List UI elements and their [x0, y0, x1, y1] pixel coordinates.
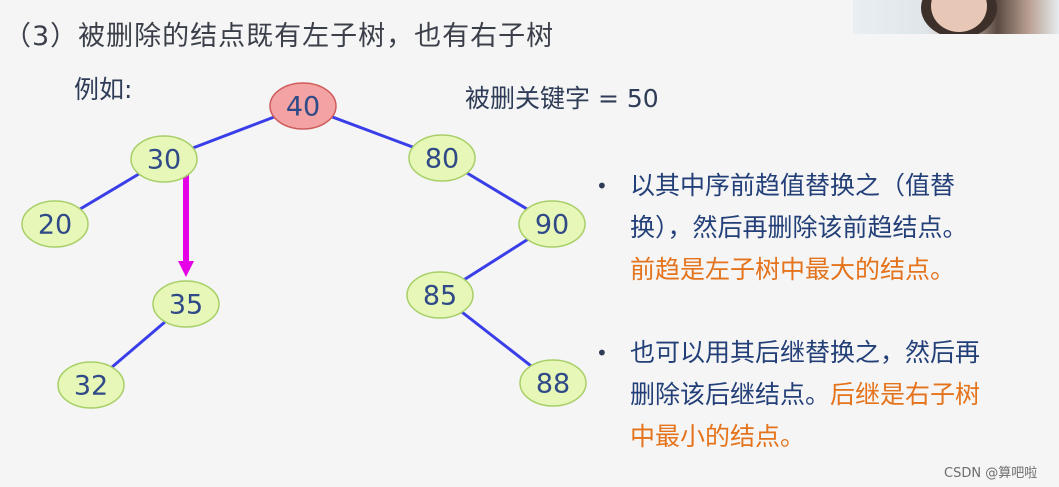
node-ellipse — [21, 200, 89, 248]
node-ellipse — [152, 280, 220, 328]
tree-node-90: 90 — [518, 200, 586, 248]
node-ellipse — [408, 134, 476, 182]
deleted-key-label: 被删关键字 = 50 — [465, 84, 659, 113]
bst-diagram: 40 30 80 20 35 32 90 85 88 — [21, 82, 587, 409]
node-ellipse — [130, 135, 198, 183]
bullet-highlight: 后继是右子树 — [830, 380, 981, 409]
csdn-watermark: CSDN @算吧啦 — [944, 466, 1038, 481]
tree-node-35: 35 — [152, 280, 220, 328]
bullet-list: • 以其中序前趋值替换之（值替 换），然后再删除该前趋结点。 前趋是左子树中最大… — [596, 165, 1046, 458]
node-label: 30 — [147, 145, 181, 176]
bullet-line: 换），然后再删除该前趋结点。 — [630, 213, 968, 242]
bullet-successor: • 也可以用其后继替换之，然后再 删除该后继结点。后继是右子树 中最小的结点。 — [596, 332, 1046, 458]
tree-node-40: 40 — [269, 82, 337, 130]
bullet-dot: • — [596, 174, 608, 198]
tree-node-30: 30 — [130, 135, 198, 183]
node-ellipse — [269, 82, 337, 130]
tree-node-32: 32 — [57, 361, 125, 409]
webcam-overlay — [853, 0, 1059, 34]
bullet-line: 以其中序前趋值替换之（值替 — [630, 171, 956, 200]
example-label: 例如: — [74, 75, 133, 104]
tree-nodes: 40 30 80 20 35 32 90 85 88 — [21, 82, 587, 409]
node-ellipse — [406, 271, 474, 319]
slide-heading: （3）被删除的结点既有左子树，也有右子树 — [4, 21, 555, 52]
node-label: 88 — [536, 369, 570, 400]
node-ellipse — [518, 200, 586, 248]
bullet-dot: • — [596, 341, 608, 365]
node-label: 85 — [423, 281, 457, 312]
node-label: 35 — [169, 290, 203, 321]
node-label: 40 — [286, 92, 320, 123]
tree-node-20: 20 — [21, 200, 89, 248]
arrow-shaft — [183, 171, 189, 263]
node-label: 80 — [425, 144, 459, 175]
bullet-predecessor: • 以其中序前趋值替换之（值替 换），然后再删除该前趋结点。 前趋是左子树中最大… — [596, 165, 1046, 291]
node-label: 20 — [38, 210, 72, 241]
node-ellipse — [519, 359, 587, 407]
bullet-line: 也可以用其后继替换之，然后再 — [630, 338, 981, 367]
bullet-highlight: 前趋是左子树中最大的结点。 — [630, 255, 956, 284]
predecessor-arrow — [178, 171, 194, 277]
tree-edges — [54, 104, 554, 387]
tree-node-85: 85 — [406, 271, 474, 319]
bullet-line-text: 删除该后继结点。 — [630, 380, 831, 409]
tree-node-88: 88 — [519, 359, 587, 407]
bullet-highlight: 中最小的结点。 — [630, 422, 806, 451]
tree-node-80: 80 — [408, 134, 476, 182]
node-label: 90 — [535, 210, 569, 241]
node-ellipse — [57, 361, 125, 409]
bullet-line: 删除该后继结点。后继是右子树 — [630, 374, 1046, 416]
node-label: 32 — [74, 371, 108, 402]
arrow-head — [178, 261, 194, 277]
